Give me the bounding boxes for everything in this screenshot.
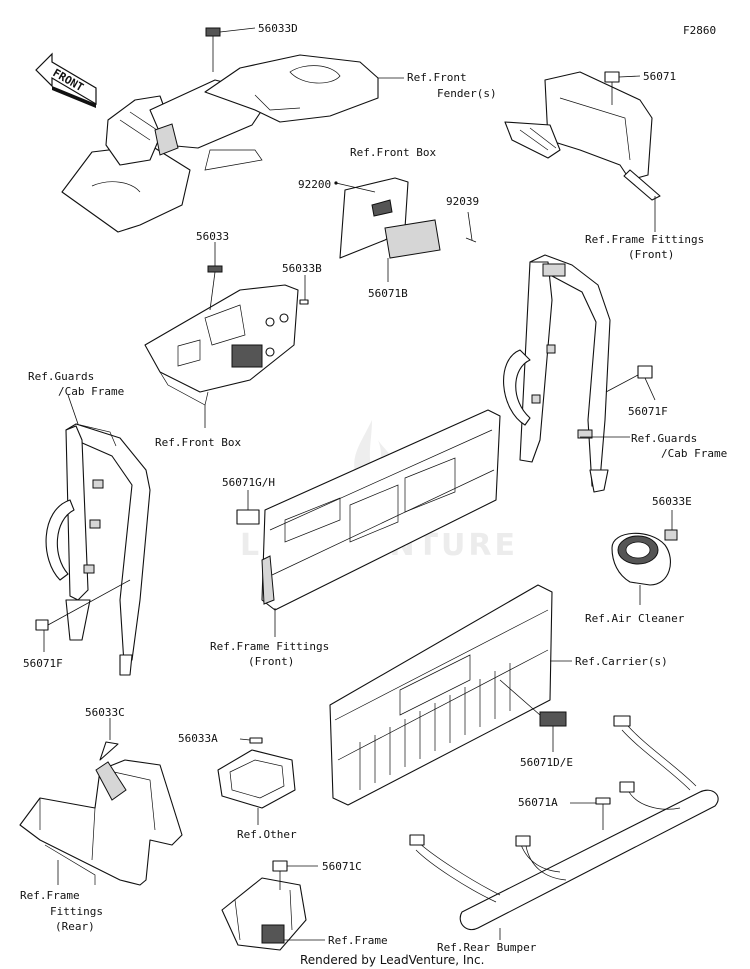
ref-front-fender-line2: Fender(s) — [437, 87, 497, 100]
dashboard-panel — [144, 242, 309, 428]
ref-frame-fittings-front-right-line1: Ref.Frame Fittings — [585, 233, 704, 246]
ref-frame: Ref.Frame — [328, 934, 388, 947]
part-number-56033: 56033 — [196, 230, 229, 243]
ref-carriers: Ref.Carrier(s) — [575, 655, 668, 668]
ref-frame-fittings-front-right-line2: (Front) — [628, 248, 674, 261]
carrier-panel — [329, 584, 572, 806]
cab-frame-left — [35, 394, 151, 676]
label-sticker-56071GH — [236, 509, 260, 525]
front-box-lid — [334, 177, 477, 282]
label-sticker-56033E — [664, 529, 678, 541]
other-plate — [217, 737, 296, 825]
ref-front-box-mid: Ref.Front Box — [155, 436, 241, 449]
part-number-56033D: 56033D — [258, 22, 298, 35]
carrier-ribs — [359, 663, 511, 790]
label-sticker-56033C — [99, 741, 119, 761]
label-sticker-56033 — [207, 265, 223, 273]
front-fender-assembly — [61, 27, 404, 233]
diagram-code: F2860 — [683, 24, 716, 37]
center-panel — [236, 409, 501, 637]
part-number-56071F-right: 56071F — [628, 405, 668, 418]
footer-credit: Rendered by LeadVenture, Inc. — [300, 953, 484, 967]
ref-guards-left-line1: Ref.Guards — [28, 370, 94, 383]
frame-fittings-rear — [19, 718, 183, 886]
cab-frame-right — [503, 254, 656, 493]
part-number-56071GH: 56071G/H — [222, 476, 275, 489]
label-sticker-56071DE — [539, 711, 567, 727]
part-number-56071C: 56071C — [322, 860, 362, 873]
air-cleaner — [611, 510, 678, 605]
label-sticker-56071F-right — [637, 365, 653, 379]
label-sticker-56033B — [299, 299, 309, 305]
part-number-56071: 56071 — [643, 70, 676, 83]
part-number-92039: 92039 — [446, 195, 479, 208]
label-sticker-56033D — [205, 27, 221, 37]
part-number-56071A: 56071A — [518, 796, 558, 809]
ref-front-fender-line1: Ref.Front — [407, 71, 467, 84]
ref-frame-fittings-rear-line1: Ref.Frame — [20, 889, 80, 902]
ref-air-cleaner: Ref.Air Cleaner — [585, 612, 685, 625]
label-sticker-56033A — [249, 737, 263, 744]
part-number-56071F-left: 56071F — [23, 657, 63, 670]
ref-frame-fittings-front-center-line1: Ref.Frame Fittings — [210, 640, 329, 653]
ref-other: Ref.Other — [237, 828, 297, 841]
part-number-56033C: 56033C — [85, 706, 125, 719]
part-number-56071B: 56071B — [368, 287, 408, 300]
label-sticker-56071B — [384, 219, 441, 259]
part-number-56033A: 56033A — [178, 732, 218, 745]
front-arrow-icon: FRONT — [35, 52, 97, 108]
part-number-56033E: 56033E — [652, 495, 692, 508]
ref-front-box-top: Ref.Front Box — [350, 146, 436, 159]
part-number-56071DE: 56071D/E — [520, 756, 573, 769]
ref-rear-bumper: Ref.Rear Bumper — [437, 941, 537, 954]
label-sticker-56071A — [595, 797, 611, 805]
ref-frame-fittings-front-center-line2: (Front) — [248, 655, 294, 668]
part-number-56033B: 56033B — [282, 262, 322, 275]
ref-frame-fittings-rear-line2: Fittings — [50, 905, 103, 918]
label-sticker-56071F-left — [35, 619, 49, 631]
ref-frame-fittings-rear-line3: (Rear) — [55, 920, 95, 933]
label-sticker-56071C — [272, 860, 288, 872]
rear-bumper — [409, 715, 719, 940]
ref-guards-left-line2: /Cab Frame — [58, 385, 124, 398]
frame-fittings-front-top — [504, 71, 661, 232]
frame-bracket — [221, 860, 325, 951]
part-number-92200: 92200 — [298, 178, 331, 191]
label-sticker-56071 — [604, 71, 620, 83]
ref-guards-right-line2: /Cab Frame — [661, 447, 727, 460]
ref-guards-right-line1: Ref.Guards — [631, 432, 697, 445]
